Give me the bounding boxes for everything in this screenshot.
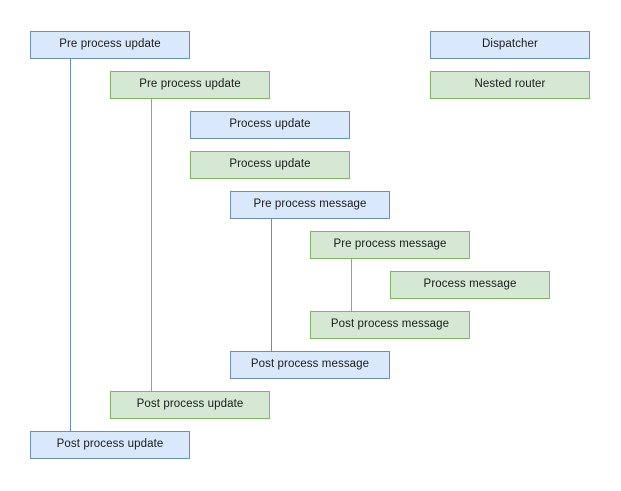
edge-pre-to-post-process-message-dispatcher <box>271 219 272 351</box>
legend-item-nested-router[interactable]: Nested router <box>430 71 590 99</box>
node-process-update-nested[interactable]: Process update <box>190 151 350 179</box>
node-pre-process-message-nested[interactable]: Pre process message <box>310 231 470 259</box>
node-label: Process update <box>229 118 311 131</box>
node-label: Post process update <box>56 438 164 451</box>
node-label: Pre process message <box>253 198 367 211</box>
node-process-message-nested[interactable]: Process message <box>390 271 550 299</box>
node-label: Process update <box>229 158 311 171</box>
legend-item-dispatcher[interactable]: Dispatcher <box>430 31 590 59</box>
node-label: Pre process update <box>139 78 241 91</box>
node-label: Pre process message <box>333 238 447 251</box>
node-process-update-dispatcher[interactable]: Process update <box>190 111 350 139</box>
node-post-process-update-dispatcher[interactable]: Post process update <box>30 431 190 459</box>
node-label: Process message <box>423 278 517 291</box>
node-post-process-message-nested[interactable]: Post process message <box>310 311 470 339</box>
node-pre-process-message-dispatcher[interactable]: Pre process message <box>230 191 390 219</box>
node-label: Pre process update <box>59 38 161 51</box>
node-pre-process-update-nested[interactable]: Pre process update <box>110 71 270 99</box>
node-label: Post process message <box>330 318 450 331</box>
node-post-process-update-nested[interactable]: Post process update <box>110 391 270 419</box>
node-label: Post process update <box>136 398 244 411</box>
node-label: Post process message <box>250 358 370 371</box>
edge-pre-to-post-process-message-nested <box>351 259 352 311</box>
edge-pre-to-post-process-update-nested <box>151 99 152 391</box>
legend-item-nested-router-label: Nested router <box>474 78 546 91</box>
node-pre-process-update-dispatcher[interactable]: Pre process update <box>30 31 190 59</box>
legend-item-dispatcher-label: Dispatcher <box>482 38 538 51</box>
node-post-process-message-dispatcher[interactable]: Post process message <box>230 351 390 379</box>
edge-pre-to-post-process-update-dispatcher <box>70 59 71 431</box>
